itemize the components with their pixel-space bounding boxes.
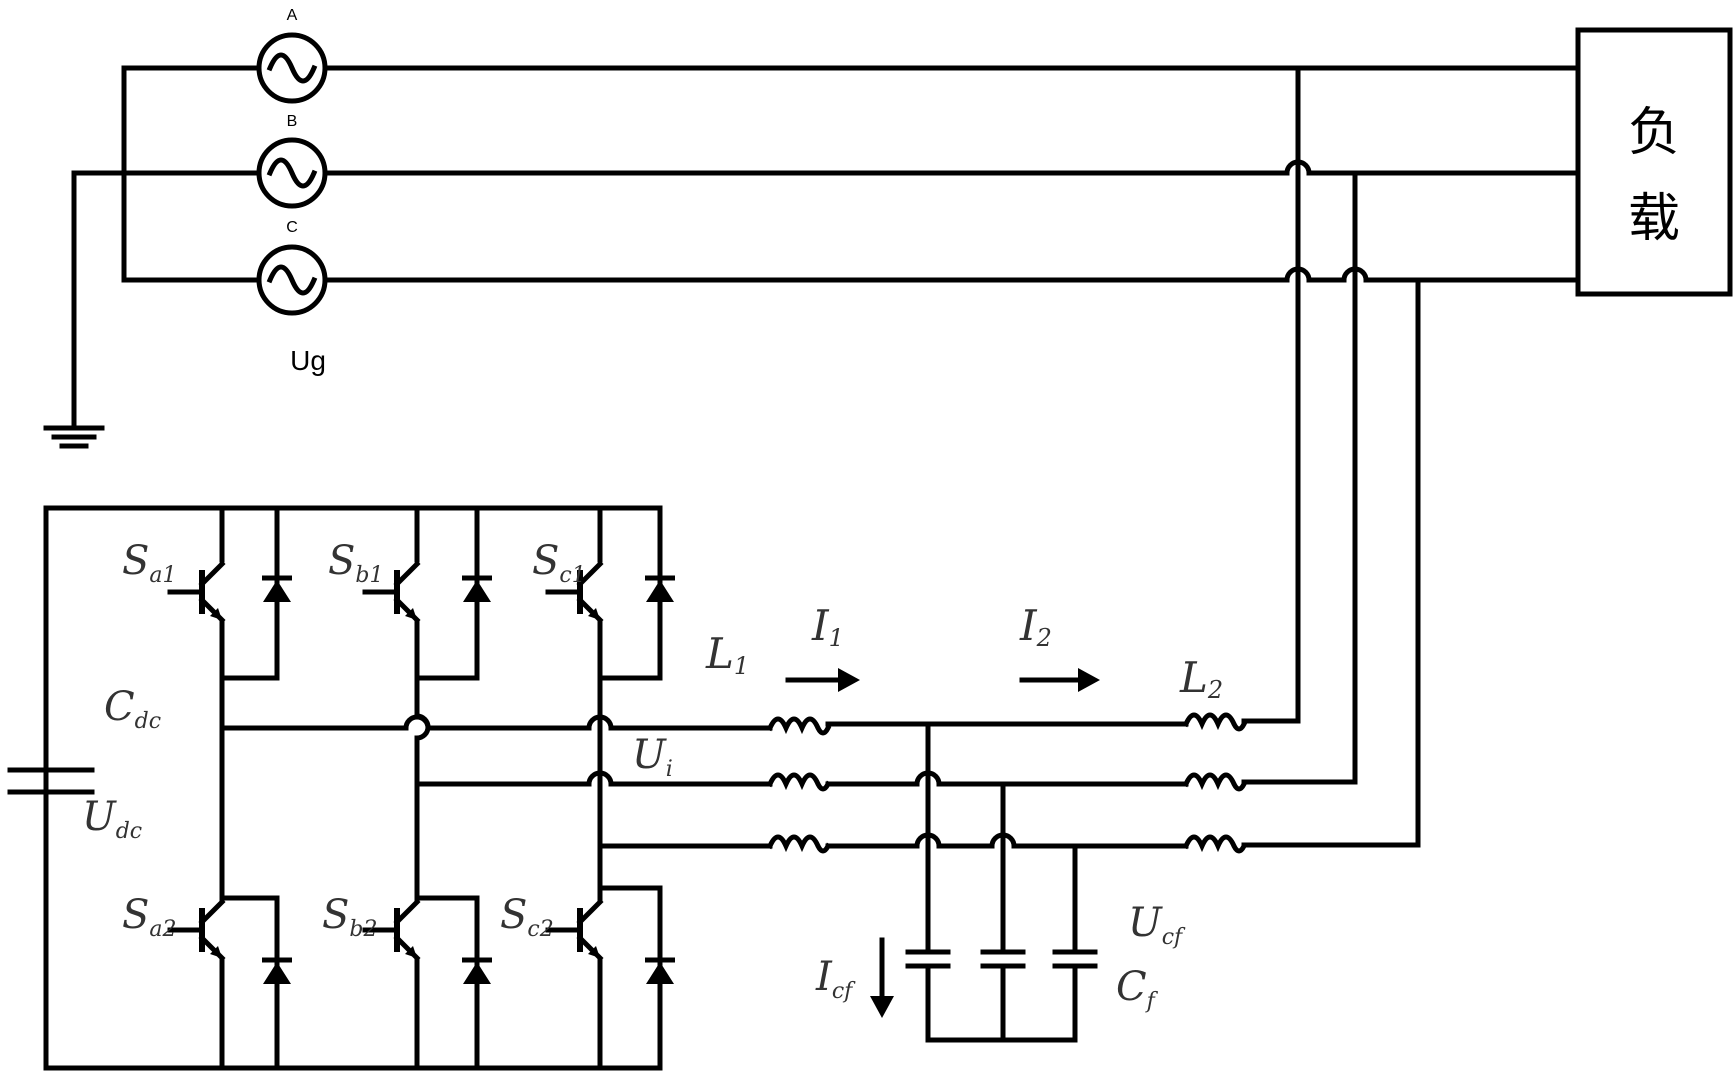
source-c (259, 247, 325, 313)
i2-label: I2 (1019, 601, 1052, 652)
arrow-icf-icon (870, 996, 894, 1018)
arrow-i2-icon (1078, 668, 1100, 692)
l1-label: L1 (705, 629, 749, 680)
load-label-1: 负 (1628, 103, 1680, 163)
phase-c-label: C (286, 219, 298, 236)
ug-label: Ug (290, 345, 326, 376)
ac-sources (259, 35, 325, 313)
udc-label: Udc (82, 794, 142, 844)
ui-label: Ui (632, 732, 673, 782)
ground-icon (46, 428, 102, 446)
ucf-label: Ucf (1128, 900, 1186, 950)
phase-a-label: A (287, 7, 298, 24)
source-a (259, 35, 325, 101)
source-neutral-wiring (74, 68, 259, 428)
load-label-2: 载 (1628, 189, 1680, 249)
sc1-label: Sc1 (532, 538, 586, 588)
switch-labels: Sa1 Sb1 Sc1 Sa2 Sb2 Sc2 (122, 538, 586, 942)
arrow-i1-icon (838, 668, 860, 692)
inverter (10, 508, 675, 1068)
sb1-label: Sb1 (328, 538, 384, 588)
phase-b-label: B (287, 113, 298, 130)
i1-label: I1 (811, 601, 844, 652)
source-b (259, 140, 325, 206)
sa2-label: Sa2 (122, 892, 177, 942)
grid-lines (325, 68, 1576, 280)
sc2-label: Sc2 (500, 892, 554, 942)
l2-label: L2 (1179, 653, 1223, 704)
cf-label: Cf (1116, 964, 1159, 1014)
cdc-label: Cdc (104, 684, 161, 734)
sb2-label: Sb2 (322, 892, 378, 942)
icf-label: Icf (815, 954, 856, 1004)
sa1-label: Sa1 (122, 538, 177, 588)
grid-tie-wiring (1298, 68, 1418, 845)
